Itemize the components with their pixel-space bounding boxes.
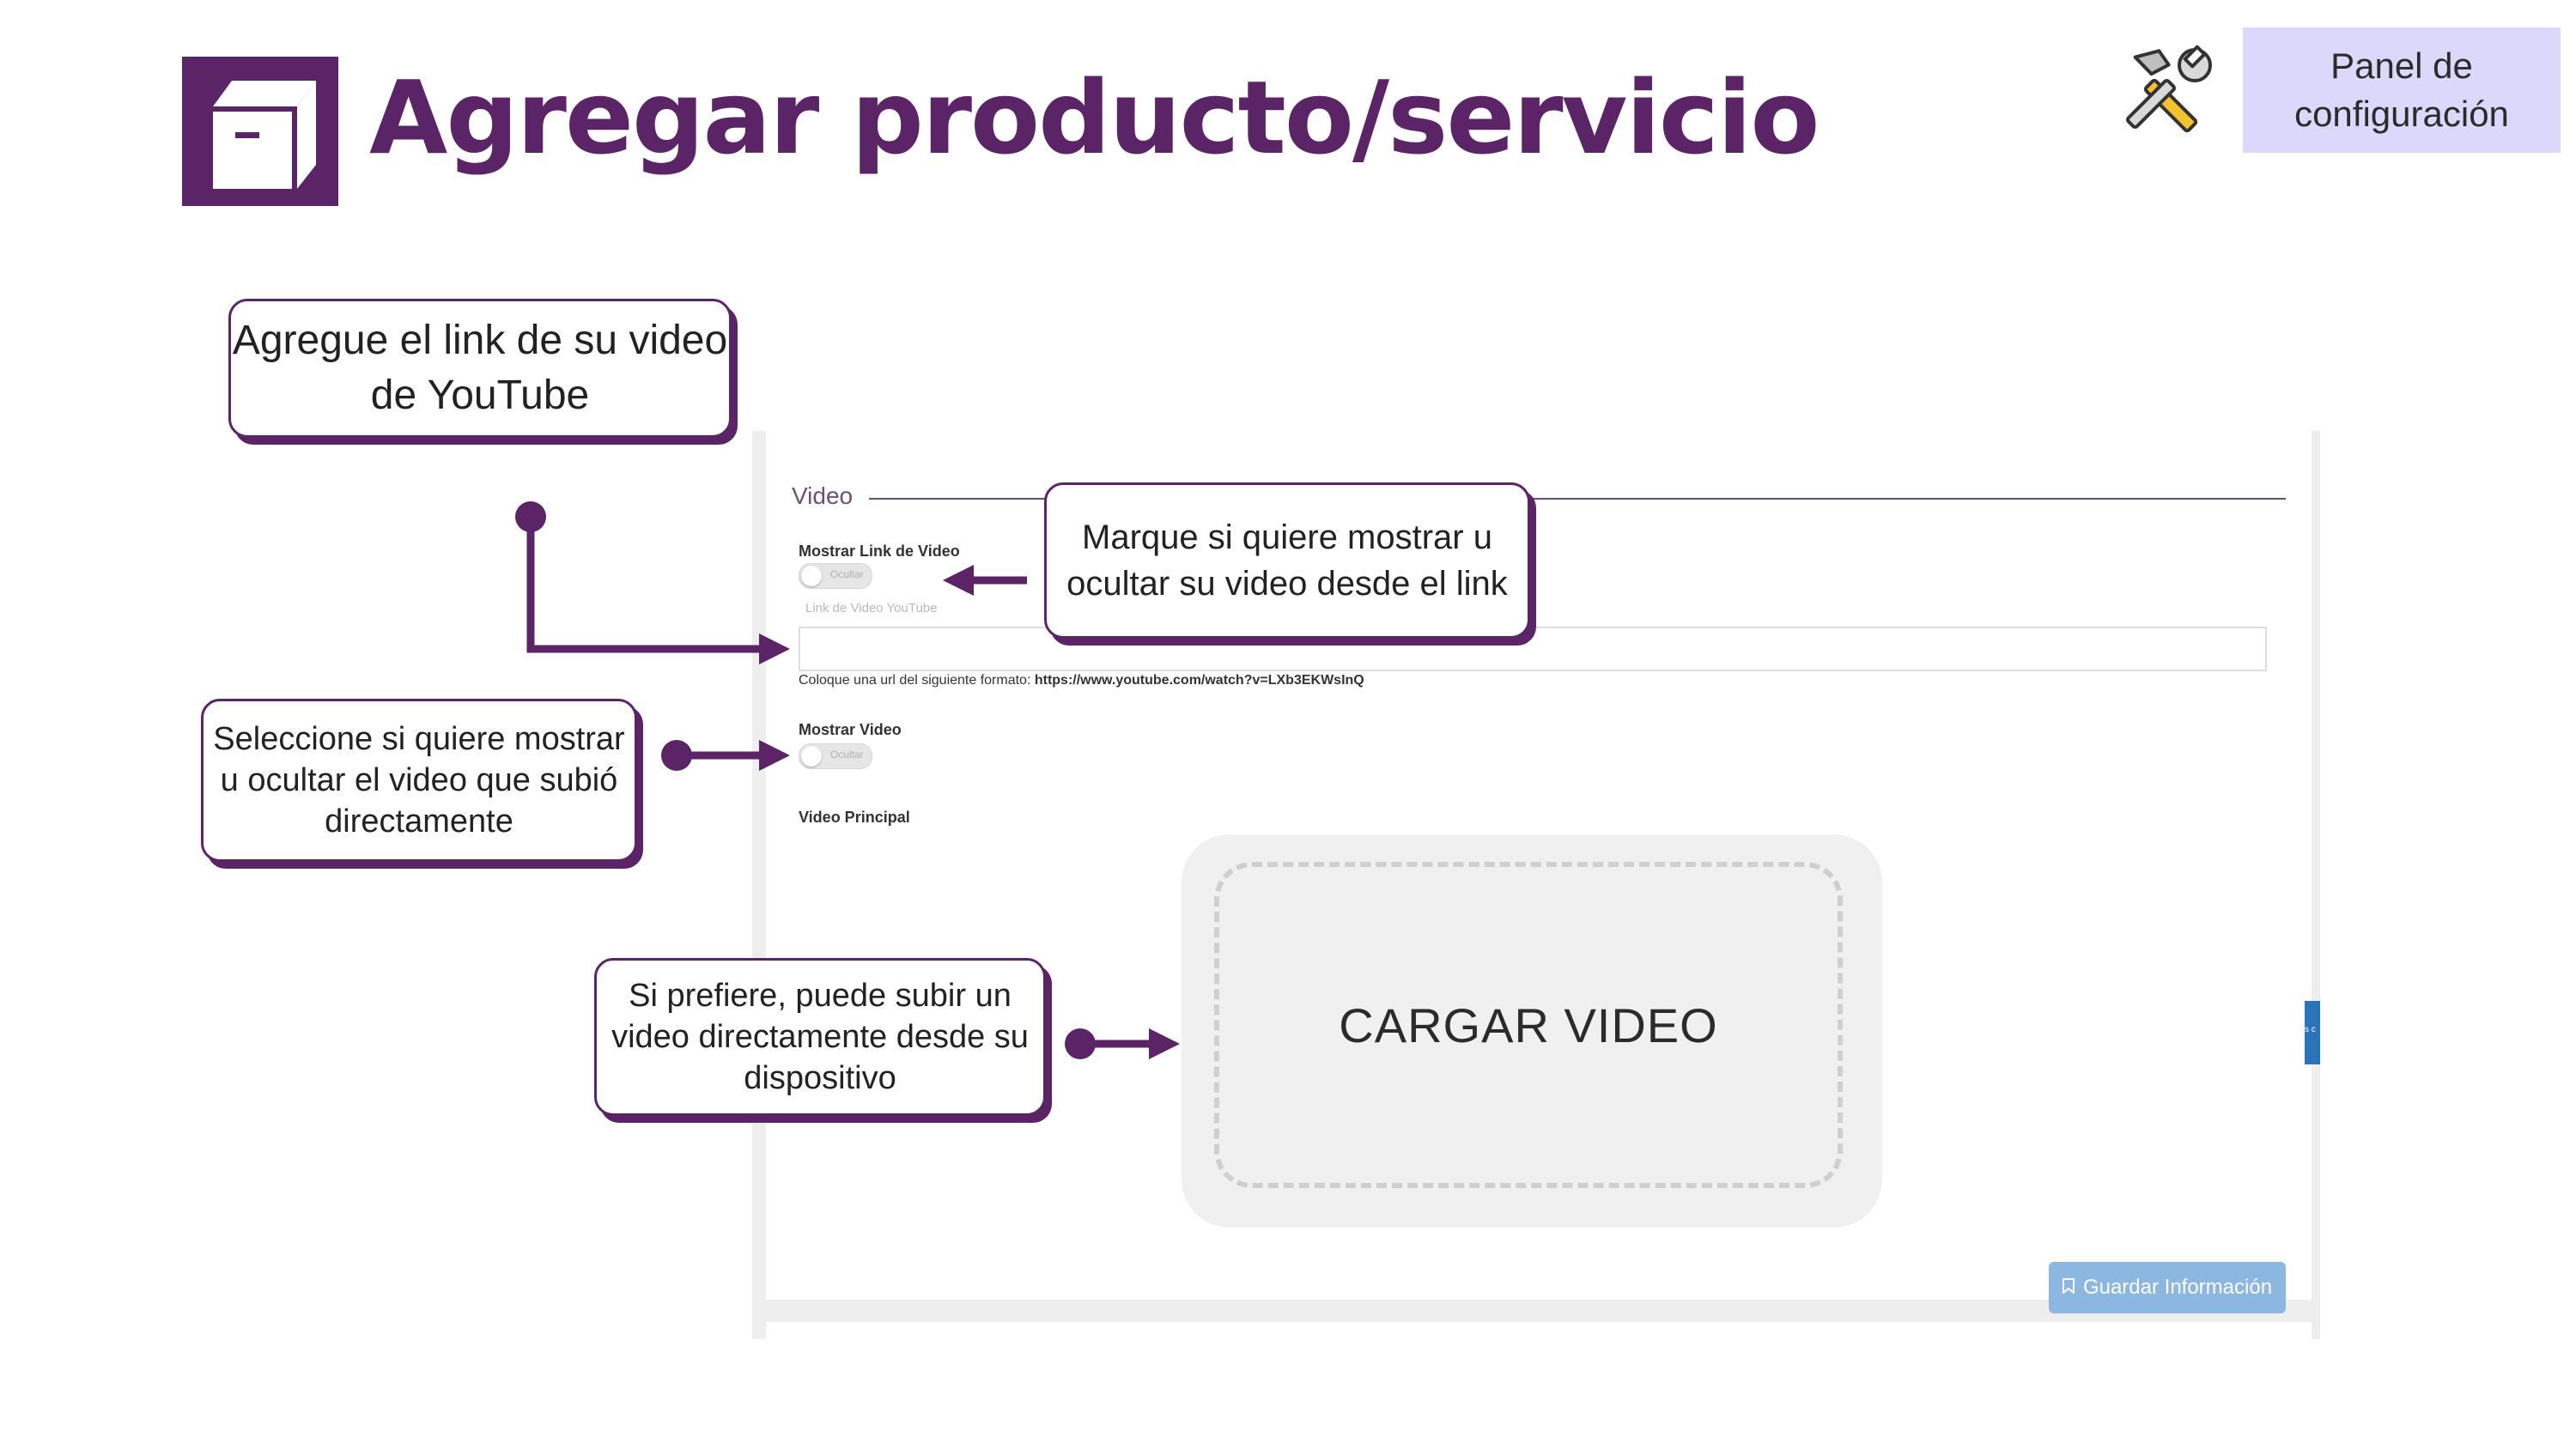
arrow-upload-device: [1065, 1028, 1180, 1059]
video-upload-area[interactable]: [1182, 834, 1882, 1228]
toggle-knob: [801, 566, 822, 586]
callout-youtube-link: Agregue el link de su video de YouTube: [228, 299, 732, 438]
youtube-link-input[interactable]: [799, 627, 2267, 671]
toggle-knob: [801, 746, 822, 767]
callout-upload-device: Si prefiere, puede subir un video direct…: [594, 958, 1046, 1116]
show-video-toggle[interactable]: Ocultar: [799, 743, 872, 769]
page-title: Agregar producto/servicio: [369, 58, 1820, 177]
tools-icon: [2119, 41, 2219, 141]
save-info-button[interactable]: Guardar Información: [2049, 1262, 2286, 1313]
side-tab-label: s c: [2305, 1025, 2316, 1034]
main-video-label: Video Principal: [799, 809, 910, 826]
callout-show-hide-uploaded: Seleccione si quiere mostrar u ocultar e…: [201, 699, 637, 862]
panel-config-button[interactable]: Panel de configuración: [2243, 27, 2561, 153]
url-format-hint: Coloque una url del siguiente formato: h…: [799, 673, 1364, 688]
arrow-youtube-link: [515, 501, 790, 664]
save-button-label: Guardar Información: [2082, 1276, 2273, 1299]
link-field-label: Link de Video YouTube: [805, 601, 938, 615]
callout-show-hide-link: Marque si quiere mostrar u ocultar su vi…: [1044, 482, 1530, 639]
panel-footer-strip: [766, 1322, 2312, 1339]
side-tab[interactable]: s c: [2305, 1001, 2320, 1064]
show-video-label: Mostrar Video: [799, 721, 902, 738]
show-link-label: Mostrar Link de Video: [799, 543, 960, 560]
section-divider: [869, 498, 2286, 500]
show-link-toggle[interactable]: Ocultar: [799, 563, 872, 589]
bookmark-icon: [2062, 1276, 2075, 1300]
box-icon: [182, 57, 338, 206]
video-dropzone[interactable]: CARGAR VIDEO: [1214, 862, 1843, 1188]
toggle-state-label: Ocultar: [830, 749, 864, 761]
section-title-video: Video: [792, 482, 854, 509]
arrow-show-hide-uploaded: [661, 740, 790, 771]
toggle-state-label: Ocultar: [830, 568, 864, 580]
hint-text: Coloque una url del siguiente formato:: [799, 673, 1031, 688]
upload-label: CARGAR VIDEO: [1339, 997, 1718, 1052]
hint-url: https://www.youtube.com/watch?v=LXb3EKWs…: [1034, 673, 1364, 688]
